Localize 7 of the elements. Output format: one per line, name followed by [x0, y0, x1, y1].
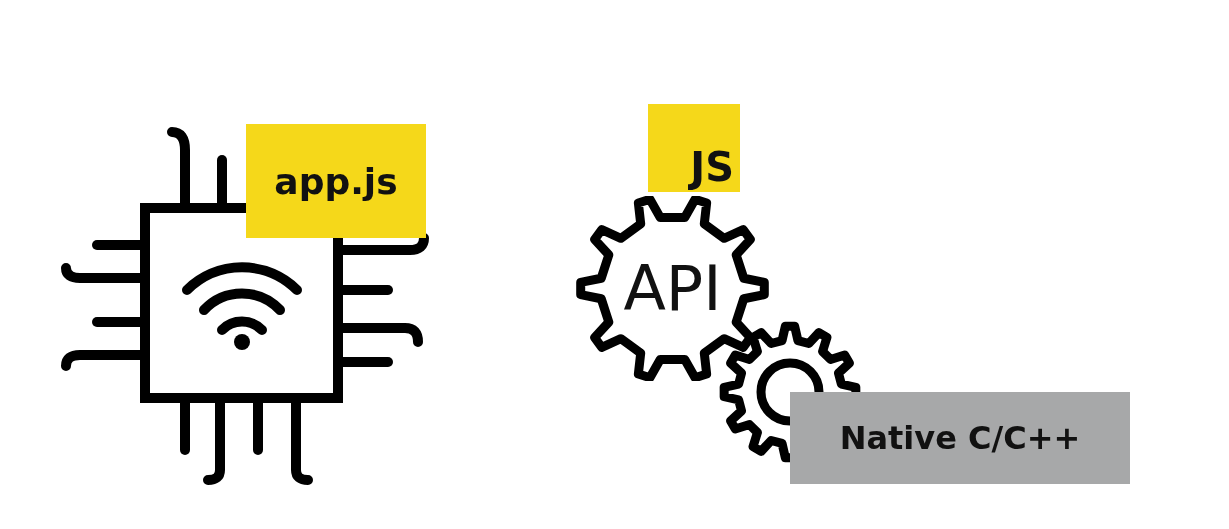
box-label: JS	[690, 144, 734, 190]
gear-label: API	[623, 252, 722, 325]
label-box	[648, 104, 740, 192]
box-label: Native C/C++	[839, 419, 1081, 457]
box-label: app.js	[274, 160, 398, 202]
label-box	[246, 124, 426, 238]
label-box	[790, 392, 1130, 484]
